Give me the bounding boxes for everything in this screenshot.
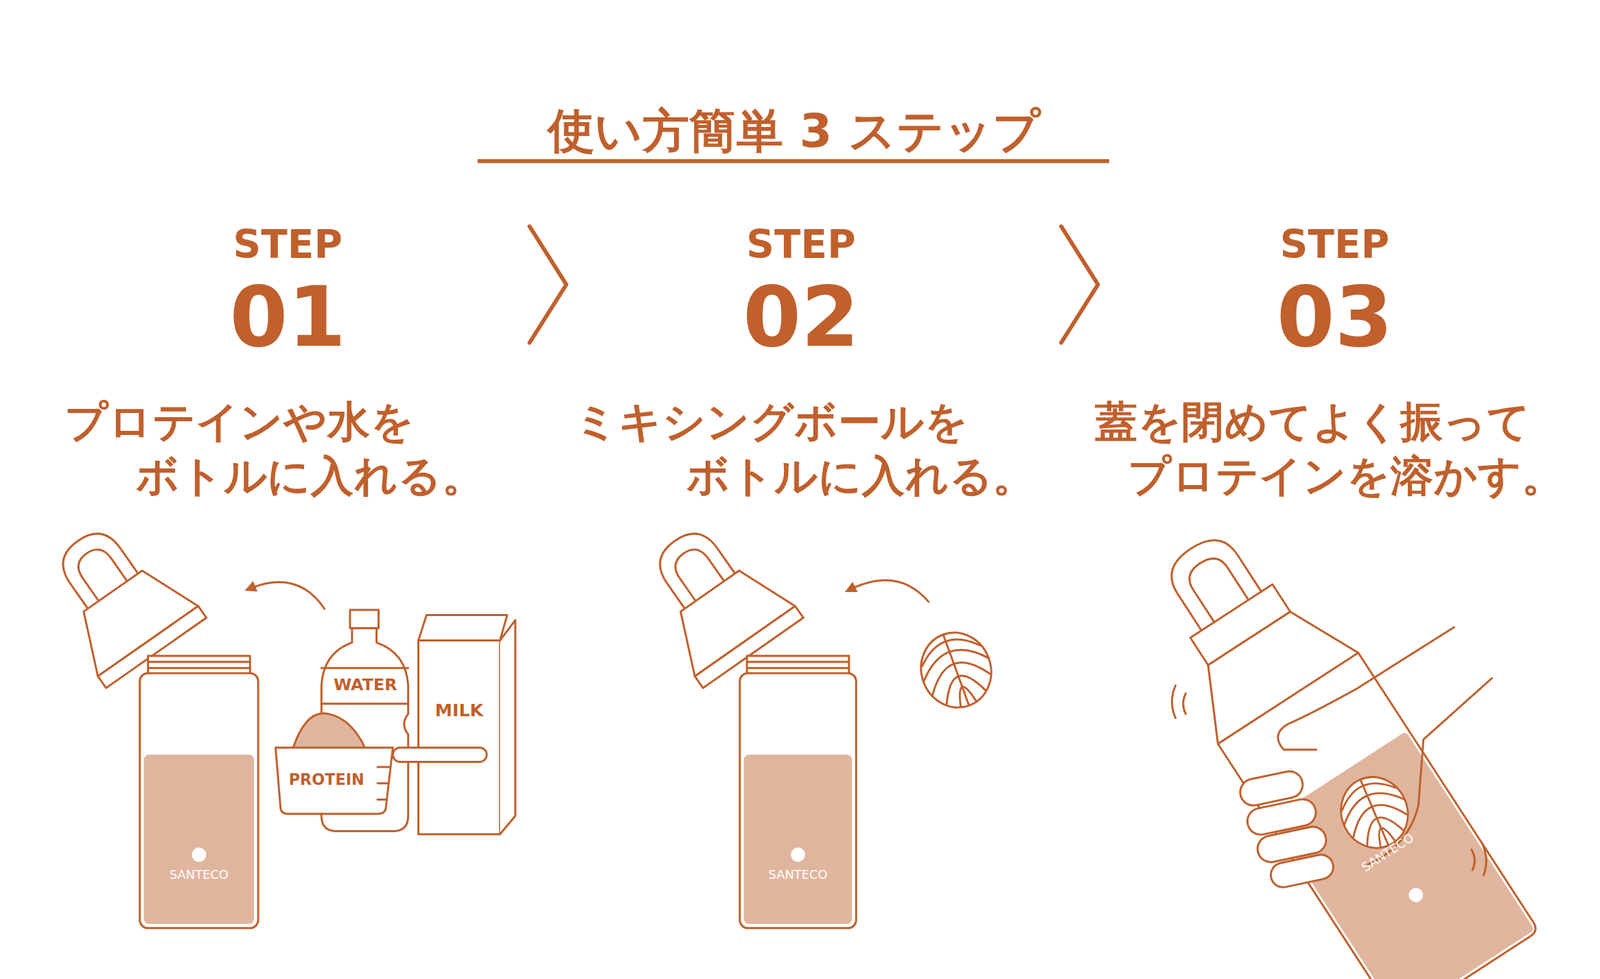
step-word: STEP [746, 225, 856, 265]
scoop-label: PROTEIN [288, 772, 365, 788]
step-number: 02 [742, 275, 860, 359]
carton-label: MILK [435, 702, 484, 721]
bottle-label: WATER [333, 677, 398, 694]
step-description: ミキシングボールを ボトルに入れる。 [574, 396, 1036, 504]
step-word: STEP [1280, 225, 1390, 265]
step-description: プロテインや水を ボトルに入れる。 [64, 396, 485, 504]
step-word: STEP [233, 225, 343, 265]
brand-logo: SANTECO [768, 869, 828, 883]
step-description: 蓋を閉めてよく振って プロテインを溶かす。 [1094, 396, 1565, 504]
brand-logo: SANTECO [169, 869, 229, 883]
step-number: 01 [229, 275, 346, 359]
step-number: 03 [1276, 275, 1394, 359]
title: 使い方簡単 3 ステップ [547, 107, 1041, 154]
